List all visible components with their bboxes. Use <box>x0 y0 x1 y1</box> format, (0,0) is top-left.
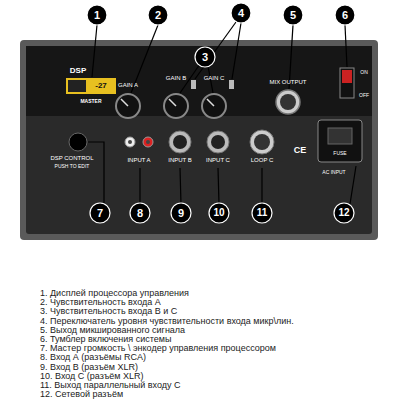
leader-lines <box>88 22 356 204</box>
legend-item: 3. Чувствительность входа B и C <box>40 307 177 316</box>
panel-text: GAIN B <box>166 75 186 81</box>
display <box>66 78 116 94</box>
panel-text: FUSE <box>333 151 346 156</box>
power-rocker <box>342 70 352 83</box>
callout-number: 11 <box>257 208 268 218</box>
legend-item: 11. Выход параллельный входу C <box>40 381 181 390</box>
legend-item: 10. Вход C (разъём XLR) <box>40 371 144 380</box>
callout-number: 7 <box>97 208 103 219</box>
gain-knob <box>202 94 226 118</box>
gain-knob <box>116 94 140 118</box>
xlr-inner <box>254 134 270 150</box>
callout-circles <box>87 3 355 223</box>
knob-mark <box>207 99 214 106</box>
callout-number: 8 <box>137 208 143 219</box>
panel-rim <box>20 40 378 240</box>
rca-connector <box>125 137 135 147</box>
callout-number: 2 <box>155 10 161 21</box>
legend-item: 1. Дисплей процессора управления <box>40 289 189 298</box>
legend-item: 5. Выход микшированного сигнала <box>40 325 185 334</box>
legend-item: 12. Сетевой разъём <box>40 390 123 399</box>
rca-pin <box>128 140 132 144</box>
legend-item: 9. Вход B (разъём XLR) <box>40 362 138 371</box>
panel-text: INPUT C <box>206 157 230 163</box>
callout-number: 10 <box>213 208 224 218</box>
rca-connector <box>143 137 153 147</box>
panel-text: INPUT B <box>168 157 192 163</box>
panel-text: OFF <box>359 93 369 98</box>
power-switch <box>340 68 354 98</box>
panel-text: CE <box>294 146 307 155</box>
level-switch <box>191 80 196 89</box>
panel-text: MASTER <box>80 99 101 104</box>
callout-number: 9 <box>178 208 184 219</box>
callout-number: 1 <box>94 10 100 21</box>
callout-number: 6 <box>342 10 348 21</box>
combo-jack <box>169 131 191 153</box>
combo-inner <box>173 135 187 149</box>
legend-item: 2. Чувствительность входа А <box>40 298 161 307</box>
legend-item: 8. Вход А (разъёмы RCA) <box>40 353 146 362</box>
display-window <box>68 80 86 92</box>
panel-text: ON <box>360 70 368 75</box>
panel-text: LOOP C <box>251 157 274 163</box>
panel-text: AC INPUT <box>322 170 345 175</box>
callout-number: 12 <box>338 208 349 218</box>
level-switch <box>229 80 234 89</box>
display-text: -27 <box>95 82 107 90</box>
dsp-encoder <box>69 133 87 151</box>
combo-inner <box>211 135 225 149</box>
panel-text: PUSH TO EDIT <box>55 164 90 169</box>
callout-number: 3 <box>202 52 208 63</box>
legend-item: 7. Мастер громкость \ энкодер управления… <box>40 344 276 353</box>
legend-item: 4. Переключатель уровня чувствительности… <box>40 316 294 325</box>
panel-text: DSP <box>70 67 86 75</box>
knob-mark <box>121 99 128 106</box>
knob-mark <box>169 99 176 106</box>
gain-knob <box>164 94 188 118</box>
callout-number: 4 <box>238 8 244 19</box>
panel-text: INPUT A <box>127 157 150 163</box>
legend-item: 6. Тумблер включения системы <box>40 335 171 344</box>
xlr-inner <box>280 94 296 110</box>
panel-text: DSP CONTROL <box>50 155 93 161</box>
panel-text: MIX OUTPUT <box>270 79 307 85</box>
combo-jack <box>207 131 229 153</box>
ac-socket <box>328 128 352 144</box>
panel-text: GAIN C <box>204 75 225 81</box>
panel-text: GAIN A <box>118 82 138 88</box>
xlr-connector <box>250 130 274 154</box>
panel-top-band <box>26 46 372 116</box>
ac-inlet <box>318 120 362 162</box>
rca-pin <box>146 140 150 144</box>
callout-number: 5 <box>290 10 296 21</box>
xlr-connector <box>276 90 300 114</box>
